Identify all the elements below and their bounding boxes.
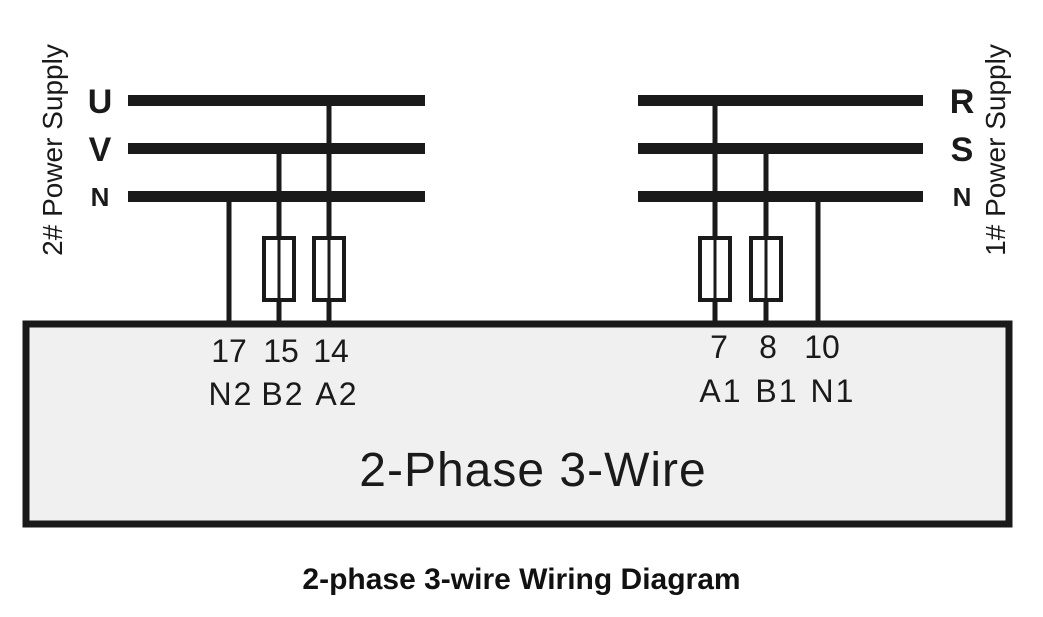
left-supply-label: 2# Power Supply bbox=[37, 44, 68, 256]
device-box bbox=[22, 320, 1013, 528]
fuse-a1 bbox=[698, 236, 732, 302]
terminal-number-15: 15 bbox=[263, 333, 299, 369]
terminal-code-a1: A1 bbox=[699, 373, 742, 409]
device-box-title: 2-Phase 3-Wire bbox=[359, 444, 706, 497]
right-phase-n-label: N bbox=[953, 182, 972, 212]
diagram-caption: 2-phase 3-wire Wiring Diagram bbox=[302, 563, 741, 596]
right-supply-label: 1# Power Supply bbox=[980, 44, 1011, 256]
terminal-number-7: 7 bbox=[710, 329, 728, 365]
terminal-code-n2: N2 bbox=[209, 376, 254, 412]
wiring-diagram: 2# Power Supply U V N 1# Power Supply R … bbox=[22, 44, 1013, 528]
terminal-code-b1: B1 bbox=[755, 373, 798, 409]
left-phase-n-label: N bbox=[91, 182, 110, 212]
terminal-code-n1: N1 bbox=[811, 373, 856, 409]
right-bus-n bbox=[638, 191, 923, 202]
terminal-code-a2: A2 bbox=[315, 376, 358, 412]
right-bus-s bbox=[638, 143, 923, 154]
fuse-b2 bbox=[262, 236, 296, 302]
right-bus-r bbox=[638, 95, 923, 106]
terminal-number-14: 14 bbox=[313, 333, 349, 369]
left-phase-u-label: U bbox=[88, 83, 113, 121]
left-bus-v bbox=[128, 143, 425, 154]
fuse-b1 bbox=[749, 236, 783, 302]
terminal-number-17: 17 bbox=[211, 333, 247, 369]
fuse-a2 bbox=[312, 236, 346, 302]
left-bus-u bbox=[128, 95, 425, 106]
left-phase-v-label: V bbox=[89, 131, 112, 169]
right-phase-s-label: S bbox=[951, 131, 974, 169]
right-phase-r-label: R bbox=[950, 83, 975, 121]
terminal-number-8: 8 bbox=[759, 329, 777, 365]
terminal-code-b2: B2 bbox=[261, 376, 304, 412]
terminal-number-10: 10 bbox=[804, 329, 840, 365]
